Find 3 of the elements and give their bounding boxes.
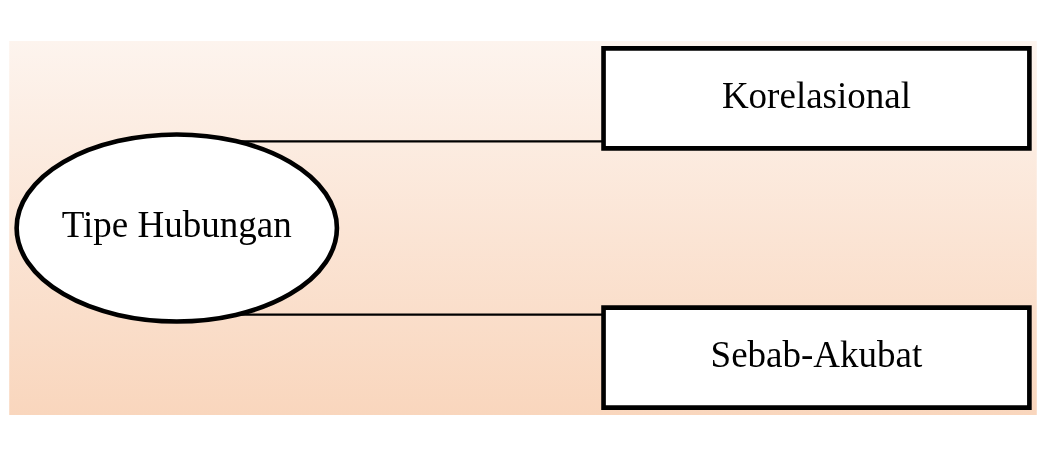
node-box: Korelasional bbox=[601, 46, 1032, 151]
node-ellipse: Tipe Hubungan bbox=[14, 132, 340, 324]
node-box: Sebab-Akubat bbox=[601, 305, 1032, 410]
